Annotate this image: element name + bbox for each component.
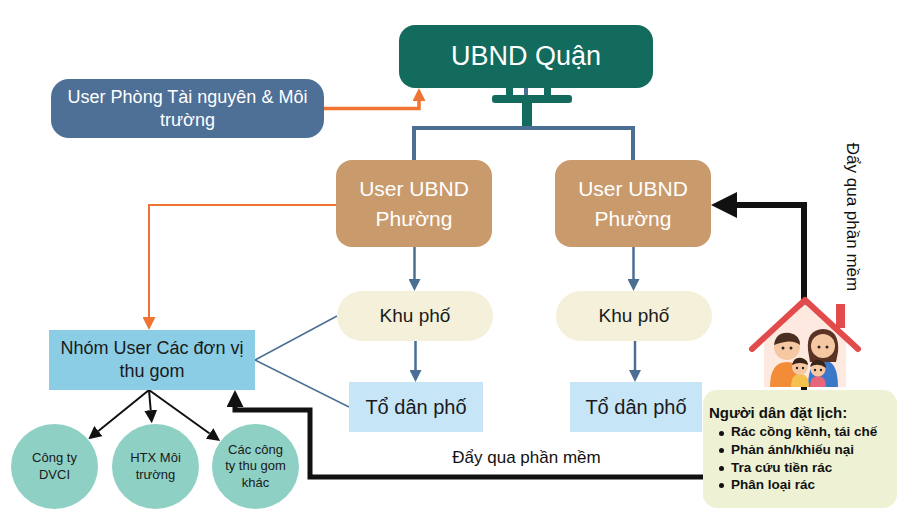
company-circle: Công ty DVCI (11, 424, 98, 509)
residential-group-box: Tổ dân phố (349, 382, 483, 432)
node-label: Khu phố (566, 305, 702, 327)
node-label: User UBND Phường (563, 174, 703, 233)
edge-label: Đẩy qua phần mềm (842, 140, 862, 294)
text-holder: Khu phố (347, 305, 483, 327)
node-label: Tổ dân phố (578, 396, 694, 419)
eye (820, 369, 822, 371)
child-hair (810, 360, 826, 368)
company-circle: Các công ty thu gom khác (212, 424, 299, 509)
text-holder: UBND Quận (411, 41, 641, 72)
child-body (791, 374, 809, 387)
connector (632, 247, 635, 279)
ward-box: User UBND Phường (336, 160, 492, 247)
company-circle: HTX Môi trường (112, 424, 199, 509)
connector (324, 101, 419, 109)
connector (634, 341, 637, 370)
mother-body (808, 360, 838, 387)
chimney (836, 304, 845, 328)
text-holder: Người dân đặt lịch: Rác cồng kềnh, tái ch… (709, 404, 891, 493)
node-label: HTX Môi trường (122, 450, 189, 483)
node-label: Nhóm User Các đơn vị thu gom (57, 337, 247, 384)
eye (796, 367, 798, 369)
eye (826, 346, 829, 349)
text-holder: Khu phố (566, 305, 702, 327)
bullet-item: Phân loại rác (709, 476, 891, 494)
node-label: User UBND Phường (344, 174, 484, 233)
bullet-item: Phản ánh/khiếu nại (709, 441, 891, 459)
node-label: Người dân đặt lịch: (709, 404, 891, 421)
text-holder: User Phòng Tài nguyên & Môi trường (63, 86, 312, 131)
eye (814, 369, 816, 371)
eye (782, 347, 785, 350)
connector (149, 390, 151, 410)
house-roof (752, 300, 858, 349)
text-holder: Các công ty thu gom khác (222, 442, 289, 491)
residential-group-box: Tổ dân phố (570, 382, 702, 432)
node-label: Các công ty thu gom khác (222, 442, 289, 491)
mother-head (811, 334, 835, 358)
father-hair (774, 333, 800, 345)
resident-panel: Người dân đặt lịch: Rác cồng kềnh, tái ch… (703, 390, 897, 508)
eye (790, 347, 793, 350)
ward-box: User UBND Phường (555, 160, 711, 247)
eye (802, 367, 804, 369)
connector (414, 341, 417, 370)
connector (98, 390, 149, 431)
node-label: UBND Quận (411, 41, 641, 72)
quarter-box: Khu phố (337, 291, 493, 341)
child-body (810, 376, 826, 387)
text-holder: Tổ dân phố (357, 396, 475, 419)
text-holder: Nhóm User Các đơn vị thu gom (57, 337, 247, 384)
house-wall (764, 304, 846, 387)
collector-group-box: Nhóm User Các đơn vị thu gom (49, 330, 255, 390)
edge-label: Đẩy qua phần mềm (449, 448, 603, 468)
node-label: Tổ dân phố (357, 396, 475, 419)
family-house (752, 300, 858, 387)
mother-hair (808, 329, 838, 362)
faces (782, 346, 829, 372)
node-label: Khu phố (347, 305, 483, 327)
eye (818, 346, 821, 349)
child-hair (792, 358, 808, 365)
node-label: User Phòng Tài nguyên & Môi trường (63, 86, 312, 131)
text-holder: Tổ dân phố (578, 396, 694, 419)
node-label: Công ty DVCI (21, 450, 88, 483)
connector (255, 360, 349, 407)
department-box: User Phòng Tài nguyên & Môi trường (51, 79, 324, 138)
stand-bar (492, 95, 572, 103)
bullet-item: Rác cồng kềnh, tái chế (709, 423, 891, 441)
text-holder: User UBND Phường (344, 174, 484, 233)
text-holder: User UBND Phường (563, 174, 703, 233)
quarter-box: Khu phố (556, 291, 712, 341)
bullet-item: Tra cứu tiền rác (709, 459, 891, 477)
stand-stem (522, 102, 532, 126)
connector (255, 316, 337, 360)
district-box: UBND Quận (399, 25, 653, 88)
text-holder: HTX Môi trường (122, 450, 189, 483)
connector (149, 205, 336, 317)
connector (413, 247, 416, 279)
text-holder: Công ty DVCI (21, 450, 88, 483)
